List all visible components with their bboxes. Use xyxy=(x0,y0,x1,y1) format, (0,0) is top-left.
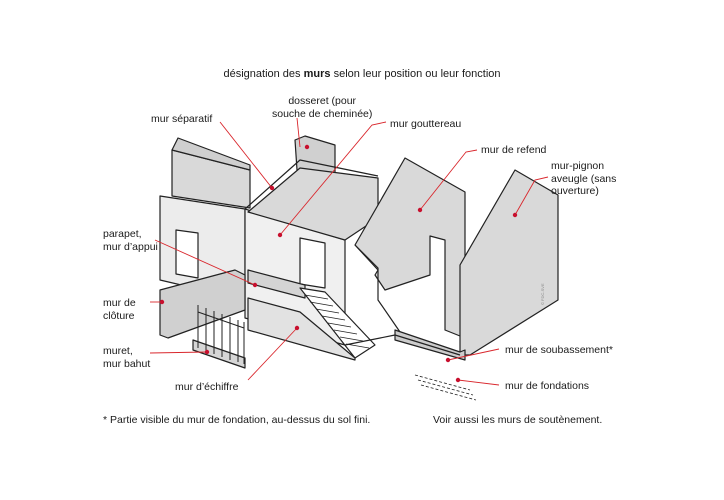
central-roof-edge xyxy=(244,159,379,210)
mur-soubassement-shape xyxy=(394,329,466,361)
leader-mur-de-refend xyxy=(419,149,478,211)
label-line: ouverture) xyxy=(551,185,599,197)
parapet-shape xyxy=(247,269,306,299)
dot-dosseret xyxy=(304,144,310,150)
foundations-dashes xyxy=(414,374,477,401)
label-line: aveugle (sans xyxy=(551,172,617,185)
label-mur-de-refend: mur de refend xyxy=(481,144,546,157)
mur-echiffre-shape xyxy=(247,297,356,361)
label-line: souche de cheminée) xyxy=(272,107,373,120)
label-line: parapet, xyxy=(103,228,142,240)
label-line: mur gouttereau xyxy=(390,118,462,130)
leader-lines xyxy=(149,117,549,386)
title-bold: murs xyxy=(303,68,331,80)
leader-mur-fondations xyxy=(457,379,500,386)
label-muret: muret, mur bahut xyxy=(103,345,150,370)
label-mur-gouttereau: mur gouttereau xyxy=(390,118,461,131)
label-line: dosseret (pour xyxy=(288,95,357,107)
mur-pignon-shape xyxy=(459,169,559,356)
label-parapet: parapet, mur d’appui xyxy=(103,228,158,253)
leader-parapet xyxy=(154,239,256,286)
label-line: mur séparatif xyxy=(151,113,213,125)
label-line: mur de xyxy=(103,297,136,309)
label-mur-de-cloture: mur de clôture xyxy=(103,297,136,322)
dot-mur-echiffre xyxy=(294,325,300,331)
dot-mur-separatif xyxy=(269,185,275,191)
leader-mur-separatif xyxy=(219,121,273,189)
label-dosseret: dosseret (pour souche de cheminée) xyxy=(272,95,372,120)
label-line: clôture xyxy=(103,309,135,322)
door-center xyxy=(299,237,326,289)
label-line: muret, xyxy=(103,345,133,357)
footnote: * Partie visible du mur de fondation, au… xyxy=(103,414,371,426)
label-mur-echiffre: mur d’échiffre xyxy=(175,381,238,394)
leader-dots xyxy=(159,144,518,383)
leader-dosseret xyxy=(296,117,301,148)
leader-mur-gouttereau xyxy=(279,121,387,236)
label-line: mur bahut xyxy=(103,357,151,370)
label-line: mur de soubassement* xyxy=(505,344,613,356)
stair-shape xyxy=(299,287,376,359)
house-drawing xyxy=(159,135,559,401)
leader-mur-pignon xyxy=(514,176,549,216)
leader-mur-soubassement xyxy=(447,348,500,361)
dot-mur-fondations xyxy=(455,377,461,383)
label-line: mur de refend xyxy=(481,144,547,156)
dot-muret xyxy=(204,349,210,355)
see-also-note: Voir aussi les murs de soutènement. xyxy=(433,414,603,426)
mur-gouttereau-shape xyxy=(247,167,379,241)
label-mur-fondations: mur de fondations xyxy=(505,380,589,393)
dot-mur-gouttereau xyxy=(277,232,283,238)
stair-steps xyxy=(304,294,370,349)
mur-de-refend-shape xyxy=(354,157,466,339)
title-suffix: selon leur position ou leur fonction xyxy=(330,68,501,80)
dot-mur-pignon xyxy=(512,212,518,218)
far-left-gable xyxy=(171,137,251,171)
mur-cloture-shape xyxy=(159,269,246,339)
dot-mur-de-refend xyxy=(417,207,423,213)
leader-mur-echiffre xyxy=(247,327,298,381)
dot-mur-soubassement xyxy=(445,357,451,363)
label-line: mur-pignon xyxy=(551,160,605,172)
label-mur-separatif: mur séparatif xyxy=(151,113,212,126)
dot-mur-de-cloture xyxy=(159,299,165,305)
muret-shape xyxy=(192,339,246,369)
railing xyxy=(197,305,245,364)
label-mur-pignon: mur-pignon aveugle (sans ouverture) xyxy=(551,160,616,198)
label-line: mur d’échiffre xyxy=(175,381,239,393)
leader-muret xyxy=(149,351,208,354)
diagram-title: désignation des murs selon leur position… xyxy=(0,68,724,80)
label-mur-soubassement: mur de soubassement* xyxy=(505,344,613,357)
dot-parapet xyxy=(252,282,258,288)
refend-front-edge xyxy=(354,244,401,333)
copyright-stamp: © FDC-SVE xyxy=(540,283,545,305)
soubassement-base xyxy=(344,334,461,356)
label-line: mur d’appui xyxy=(103,240,158,253)
title-prefix: désignation des xyxy=(223,68,304,80)
label-line: mur de fondations xyxy=(505,380,590,392)
